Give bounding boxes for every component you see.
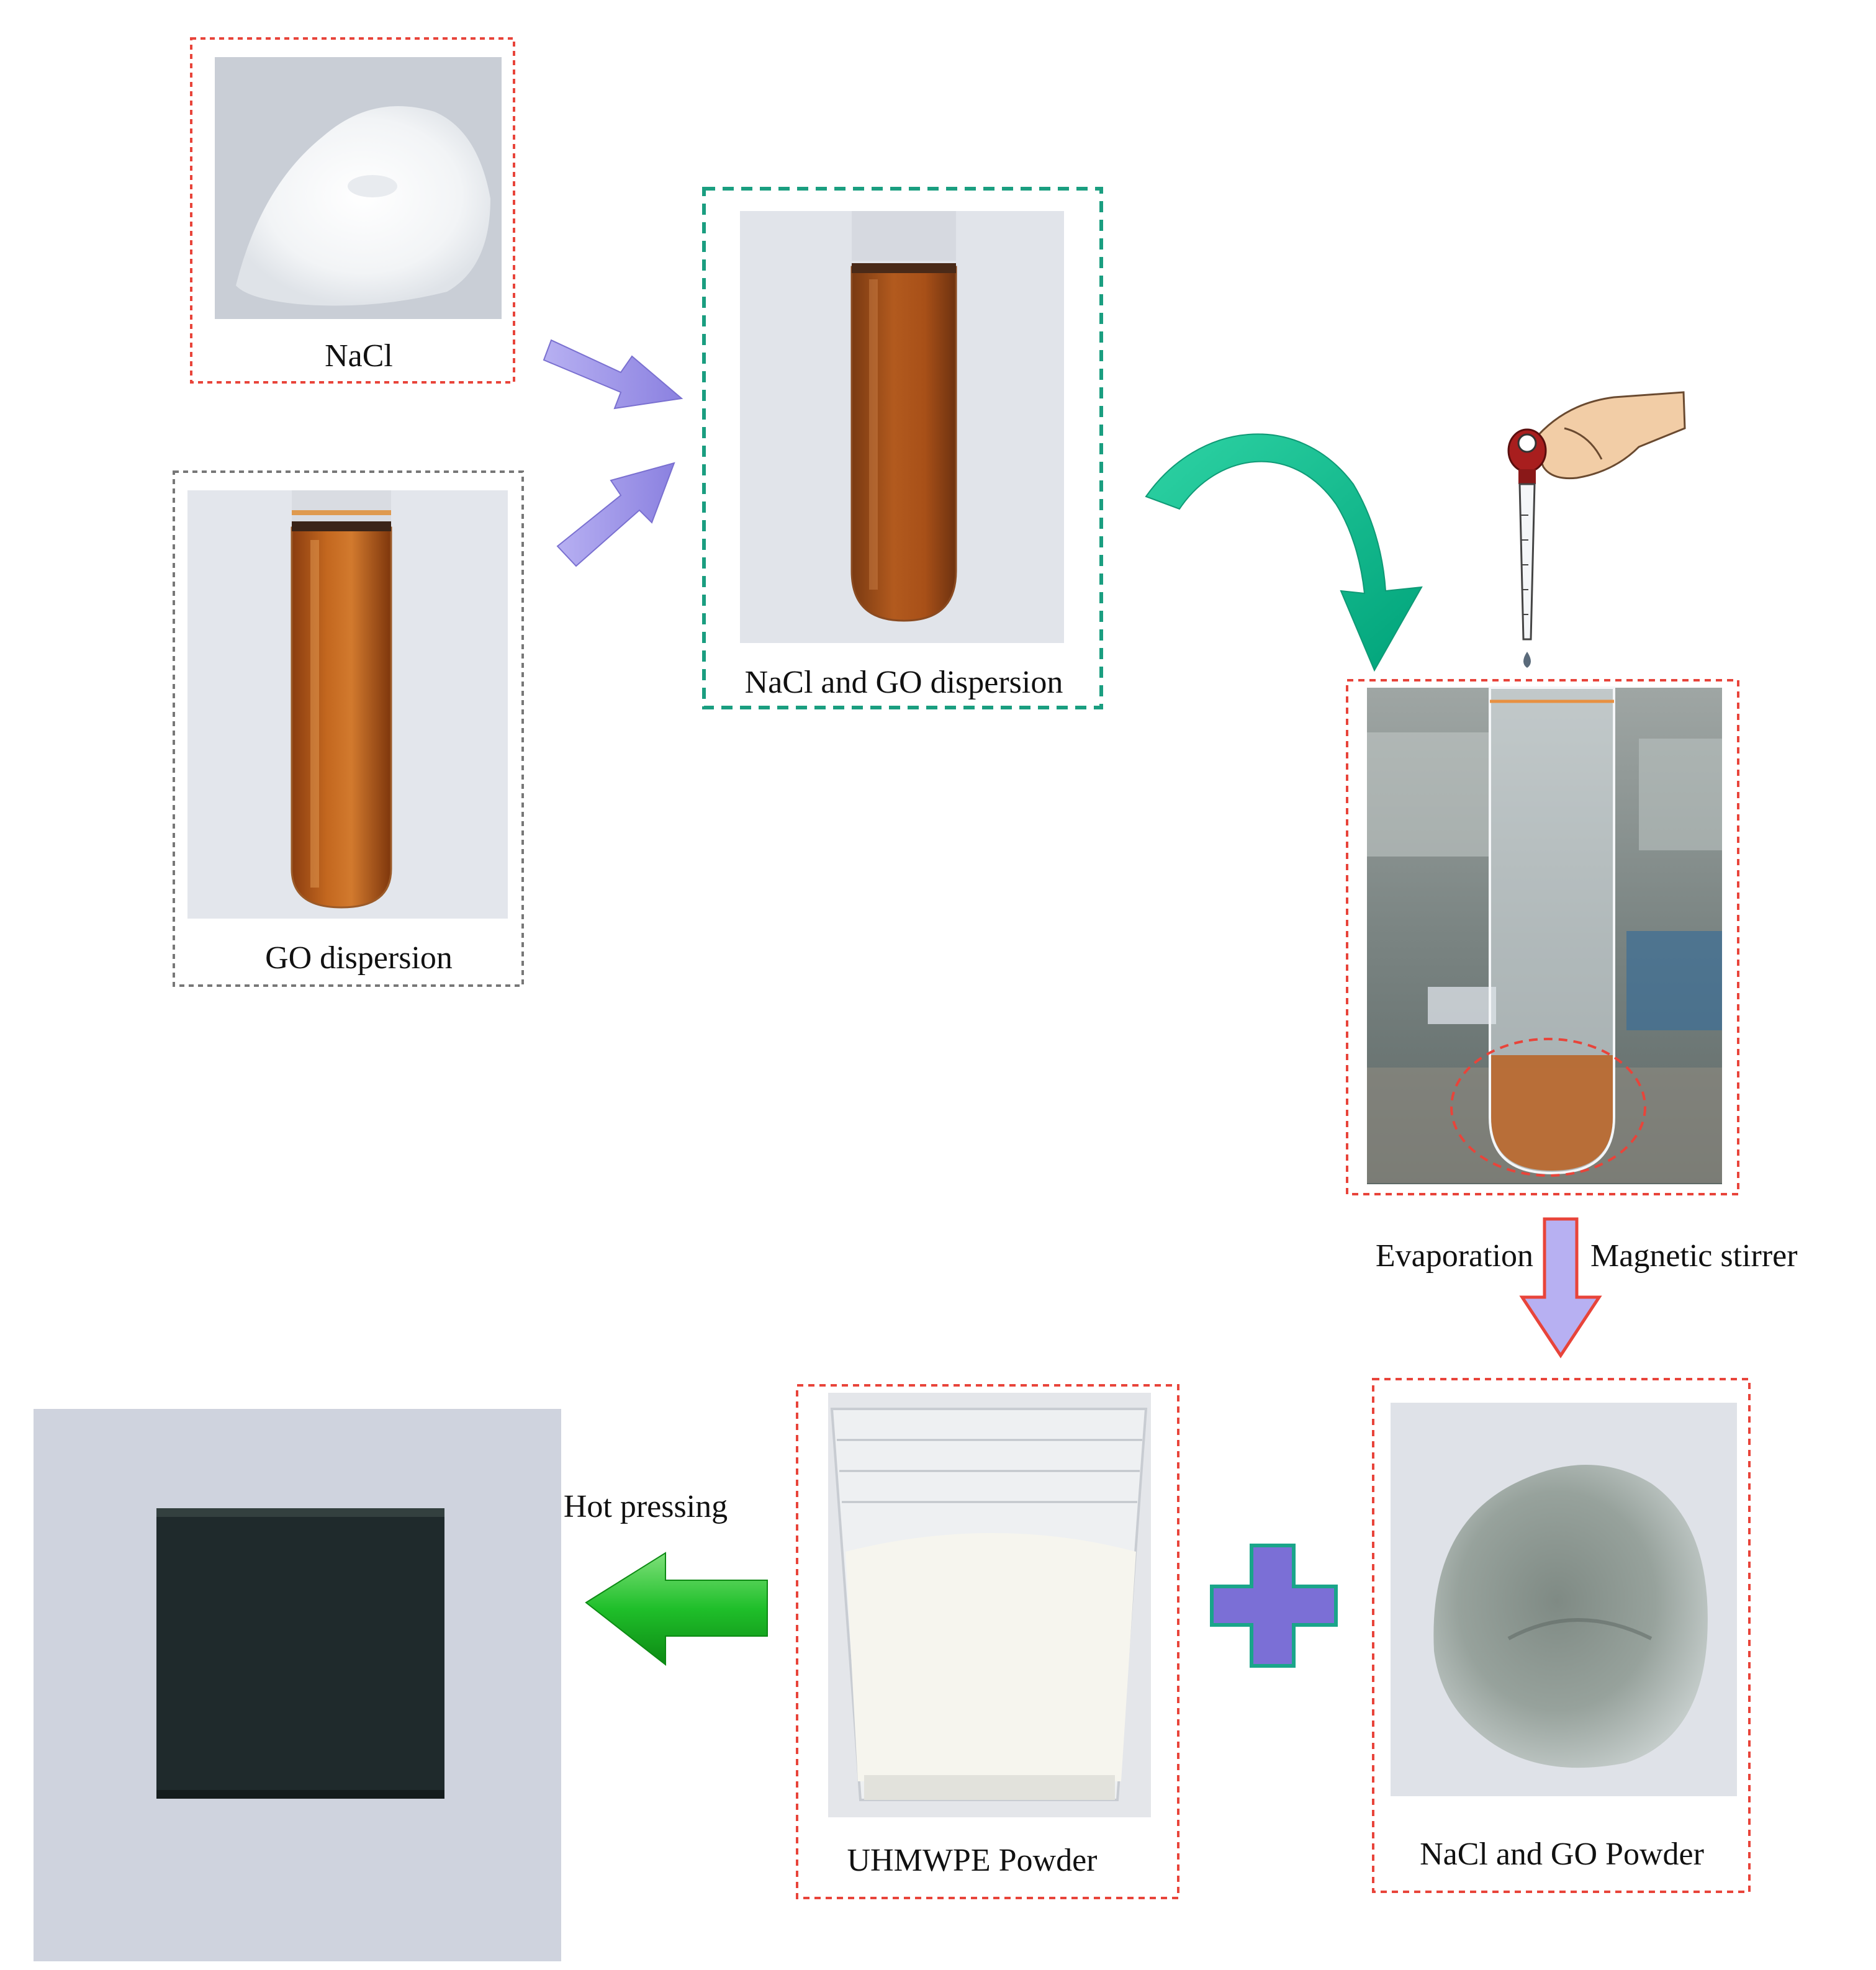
residue-highlight-circle: [1450, 1038, 1646, 1177]
evaporation-residue: [1491, 1055, 1613, 1171]
final-sponge-panel: [34, 1409, 561, 1961]
white-powder: [846, 1533, 1136, 1781]
nacl-go-test-tube: [850, 266, 957, 622]
evaporation-label: Evaporation: [1376, 1238, 1533, 1274]
evaporation-stirrer-step: Evaporation Magnetic stirrer: [1376, 1217, 1798, 1359]
go-dispersion-frame: [173, 470, 524, 987]
hot-pressing-label: Hot pressing: [564, 1489, 728, 1524]
evaporation-test-tube: [1489, 686, 1615, 1175]
go-dispersion-panel: GO dispersion: [173, 470, 524, 987]
lavender-arrow-from-nacl: [543, 339, 683, 410]
nacl-go-powder-label: NaCl and GO Powder: [1420, 1837, 1704, 1872]
go-dispersion-label: GO dispersion: [265, 940, 453, 976]
hand-dropper-illustration: [1453, 371, 1701, 674]
nacl-go-dispersion-label: NaCl and GO dispersion: [745, 665, 1063, 700]
uhmwpe-powder-frame: [796, 1384, 1179, 1899]
nacl-go-powder-panel: NaCl and GO Powder: [1372, 1378, 1751, 1893]
evaporation-frame: [1346, 679, 1739, 1195]
hot-pressing-step: Hot pressing: [564, 1489, 768, 1666]
uhmwpe-powder-label: UHMWPE Powder: [847, 1843, 1098, 1878]
nacl-salt-pile: [236, 106, 490, 306]
nacl-label: NaCl: [325, 338, 393, 374]
gray-powder-pile: [1433, 1465, 1708, 1768]
composite-sponge: [156, 1508, 444, 1799]
lavender-arrow-from-go: [556, 462, 675, 567]
hand-icon: [1532, 391, 1686, 480]
nacl-go-dispersion-frame: [702, 187, 1103, 709]
uhmwpe-powder-panel: UHMWPE Powder: [796, 1384, 1179, 1899]
plus-icon: [1210, 1544, 1338, 1668]
go-test-tube: [291, 526, 392, 909]
droplet-icon: [1523, 652, 1531, 668]
dropper-tube-icon: [1518, 483, 1536, 641]
nacl-go-powder-frame: [1372, 1378, 1751, 1893]
magnetic-stirrer-label: Magnetic stirrer: [1590, 1238, 1798, 1274]
evaporation-panel: [1346, 679, 1739, 1195]
teal-curved-arrow: [1145, 433, 1423, 672]
left-arrow-icon: [585, 1552, 768, 1666]
nacl-panel: NaCl: [190, 37, 515, 384]
nacl-go-dispersion-panel: NaCl and GO dispersion: [702, 187, 1103, 709]
down-arrow-icon: [1519, 1217, 1602, 1359]
nacl-frame: [190, 37, 515, 384]
